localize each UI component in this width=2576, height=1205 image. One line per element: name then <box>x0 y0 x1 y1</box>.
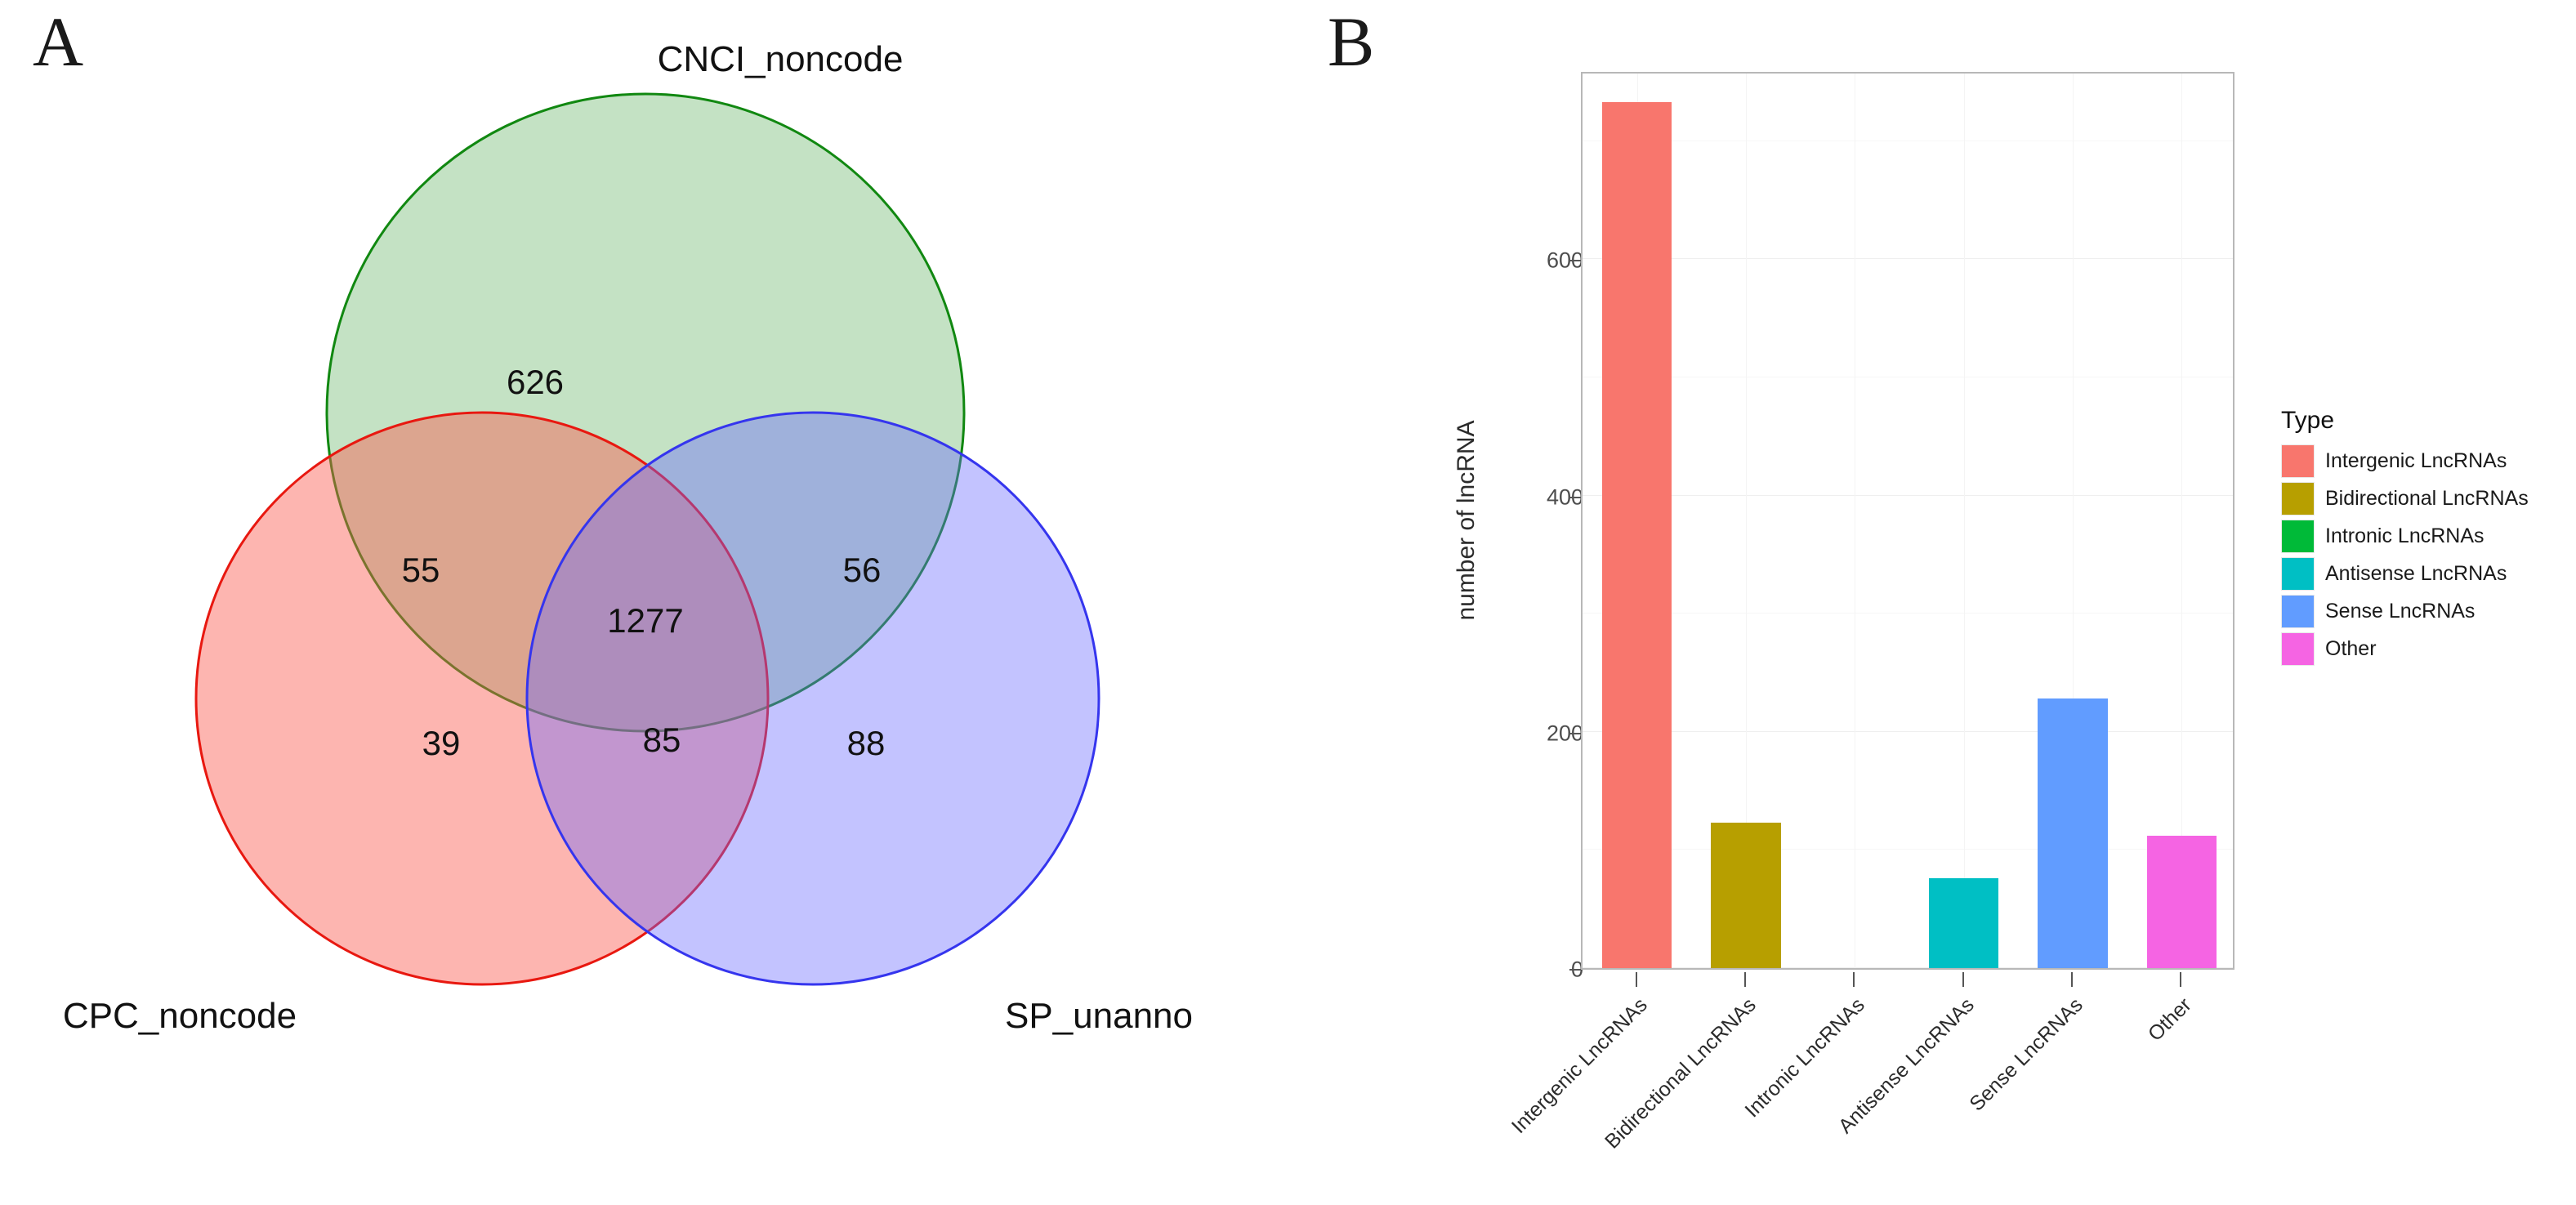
y-tick-mark-600 <box>1569 260 1581 262</box>
venn-count-cpc-only: 39 <box>422 724 461 762</box>
panel-letter-b: B <box>1328 2 1375 81</box>
legend-swatch-other <box>2281 632 2315 666</box>
bar-bidirectional-lncrnas <box>1711 823 1781 968</box>
y-axis-title: number of lncRNA <box>1453 420 1480 621</box>
grid-line-y-600 <box>1583 258 2233 260</box>
legend-item-intergenic-lncrnas: Intergenic LncRNAs <box>2281 442 2551 480</box>
legend-label-intronic-lncrnas: Intronic LncRNAs <box>2325 524 2484 547</box>
grid-line-x-3 <box>1963 74 1965 968</box>
y-tick-mark-400 <box>1569 496 1581 498</box>
grid-line-x-1 <box>1746 74 1747 968</box>
bars-layer <box>1583 74 2233 968</box>
grid-line-y-400 <box>1583 494 2233 496</box>
venn-count-cpc-sp: 85 <box>642 721 681 759</box>
legend-swatch-intronic-lncrnas <box>2281 519 2315 553</box>
grid-line-y-200 <box>1583 730 2233 732</box>
legend-item-bidirectional-lncrnas: Bidirectional LncRNAs <box>2281 480 2551 517</box>
venn-circle-sp <box>525 411 1100 986</box>
legend-swatch-intergenic-lncrnas <box>2281 444 2315 478</box>
venn-set-label-sp: SP_unanno <box>1005 996 1193 1036</box>
grid-line-y-minor-100 <box>1583 849 2233 850</box>
legend-item-antisense-lncrnas: Antisense LncRNAs <box>2281 555 2551 592</box>
legend-label-other: Other <box>2325 636 2377 660</box>
x-tick-mark-0 <box>1635 972 1637 987</box>
x-tick-mark-4 <box>2071 972 2073 987</box>
bar-other <box>2146 836 2217 968</box>
grid-line-x-5 <box>2181 74 2183 968</box>
bar-antisense-lncrnas <box>1929 878 1999 968</box>
y-tick-mark-0 <box>1569 969 1581 971</box>
legend-item-intronic-lncrnas: Intronic LncRNAs <box>2281 517 2551 555</box>
legend-swatch-bidirectional-lncrnas <box>2281 481 2315 515</box>
bar-sense-lncrnas <box>2038 698 2108 968</box>
grid-line-y-0 <box>1583 967 2233 968</box>
y-tick-mark-200 <box>1569 732 1581 734</box>
x-tick-mark-2 <box>1853 972 1855 987</box>
legend-item-sense-lncrnas: Sense LncRNAs <box>2281 592 2551 630</box>
panel-letter-a: A <box>33 2 84 81</box>
venn-circle-cpc <box>194 411 770 986</box>
venn-set-label-cpc: CPC_noncode <box>62 996 297 1036</box>
venn-count-cnci-sp: 56 <box>842 551 882 589</box>
legend-label-sense-lncrnas: Sense LncRNAs <box>2325 599 2476 623</box>
legend-label-bidirectional-lncrnas: Bidirectional LncRNAs <box>2325 486 2529 510</box>
grid-line-x-4 <box>2073 74 2074 968</box>
legend-label-intergenic-lncrnas: Intergenic LncRNAs <box>2325 449 2507 472</box>
venn-count-all-three: 1277 <box>607 601 684 640</box>
venn-count-cpc-cnci: 55 <box>401 551 440 589</box>
venn-circles <box>194 92 1100 986</box>
plot-area <box>1581 72 2234 970</box>
legend-swatch-antisense-lncrnas <box>2281 556 2315 591</box>
bar-intergenic-lncrnas <box>1602 102 1672 968</box>
panel-a-venn-diagram: A CNCI_noncode CPC_noncode SP_unanno 626… <box>0 0 1258 1205</box>
grid-line-y-minor-300 <box>1583 613 2233 614</box>
legend-title: Type <box>2281 407 2335 434</box>
venn-set-label-cnci: CNCI_noncode <box>657 39 904 79</box>
legend-label-antisense-lncrnas: Antisense LncRNAs <box>2325 561 2507 585</box>
legend-item-other: Other <box>2281 630 2551 667</box>
venn-circle-cnci <box>325 92 966 733</box>
venn-count-sp-only: 88 <box>846 724 886 762</box>
x-tick-mark-5 <box>2180 972 2182 987</box>
x-tick-mark-1 <box>1744 972 1746 987</box>
x-tick-mark-3 <box>1962 972 1964 987</box>
legend-swatch-sense-lncrnas <box>2281 594 2315 628</box>
venn-count-cnci-only: 626 <box>506 363 565 401</box>
